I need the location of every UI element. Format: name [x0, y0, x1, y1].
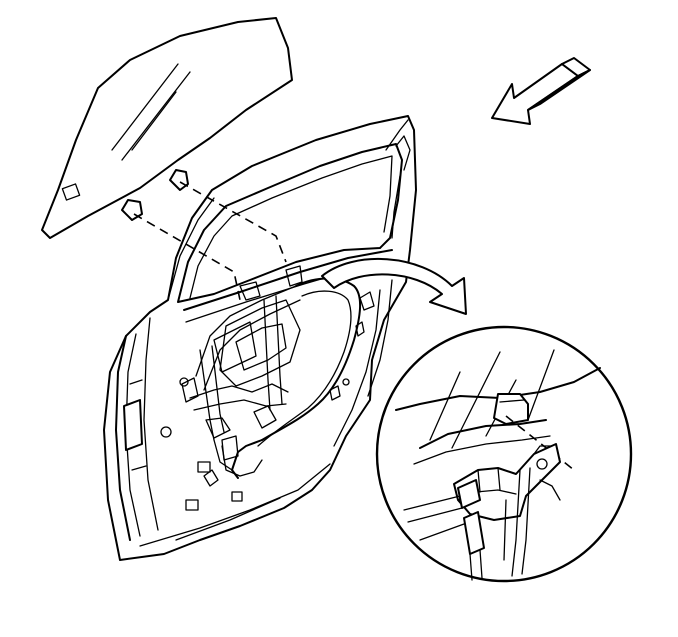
detail-callout-arrow: [321, 257, 467, 315]
view-direction-arrow: [491, 57, 591, 125]
detail-magnifier-view: [375, 325, 633, 583]
door-window-glass: [41, 17, 293, 239]
alignment-lines: [133, 181, 287, 301]
rear-door-frame: [103, 115, 417, 561]
window-regulator: [181, 265, 361, 479]
